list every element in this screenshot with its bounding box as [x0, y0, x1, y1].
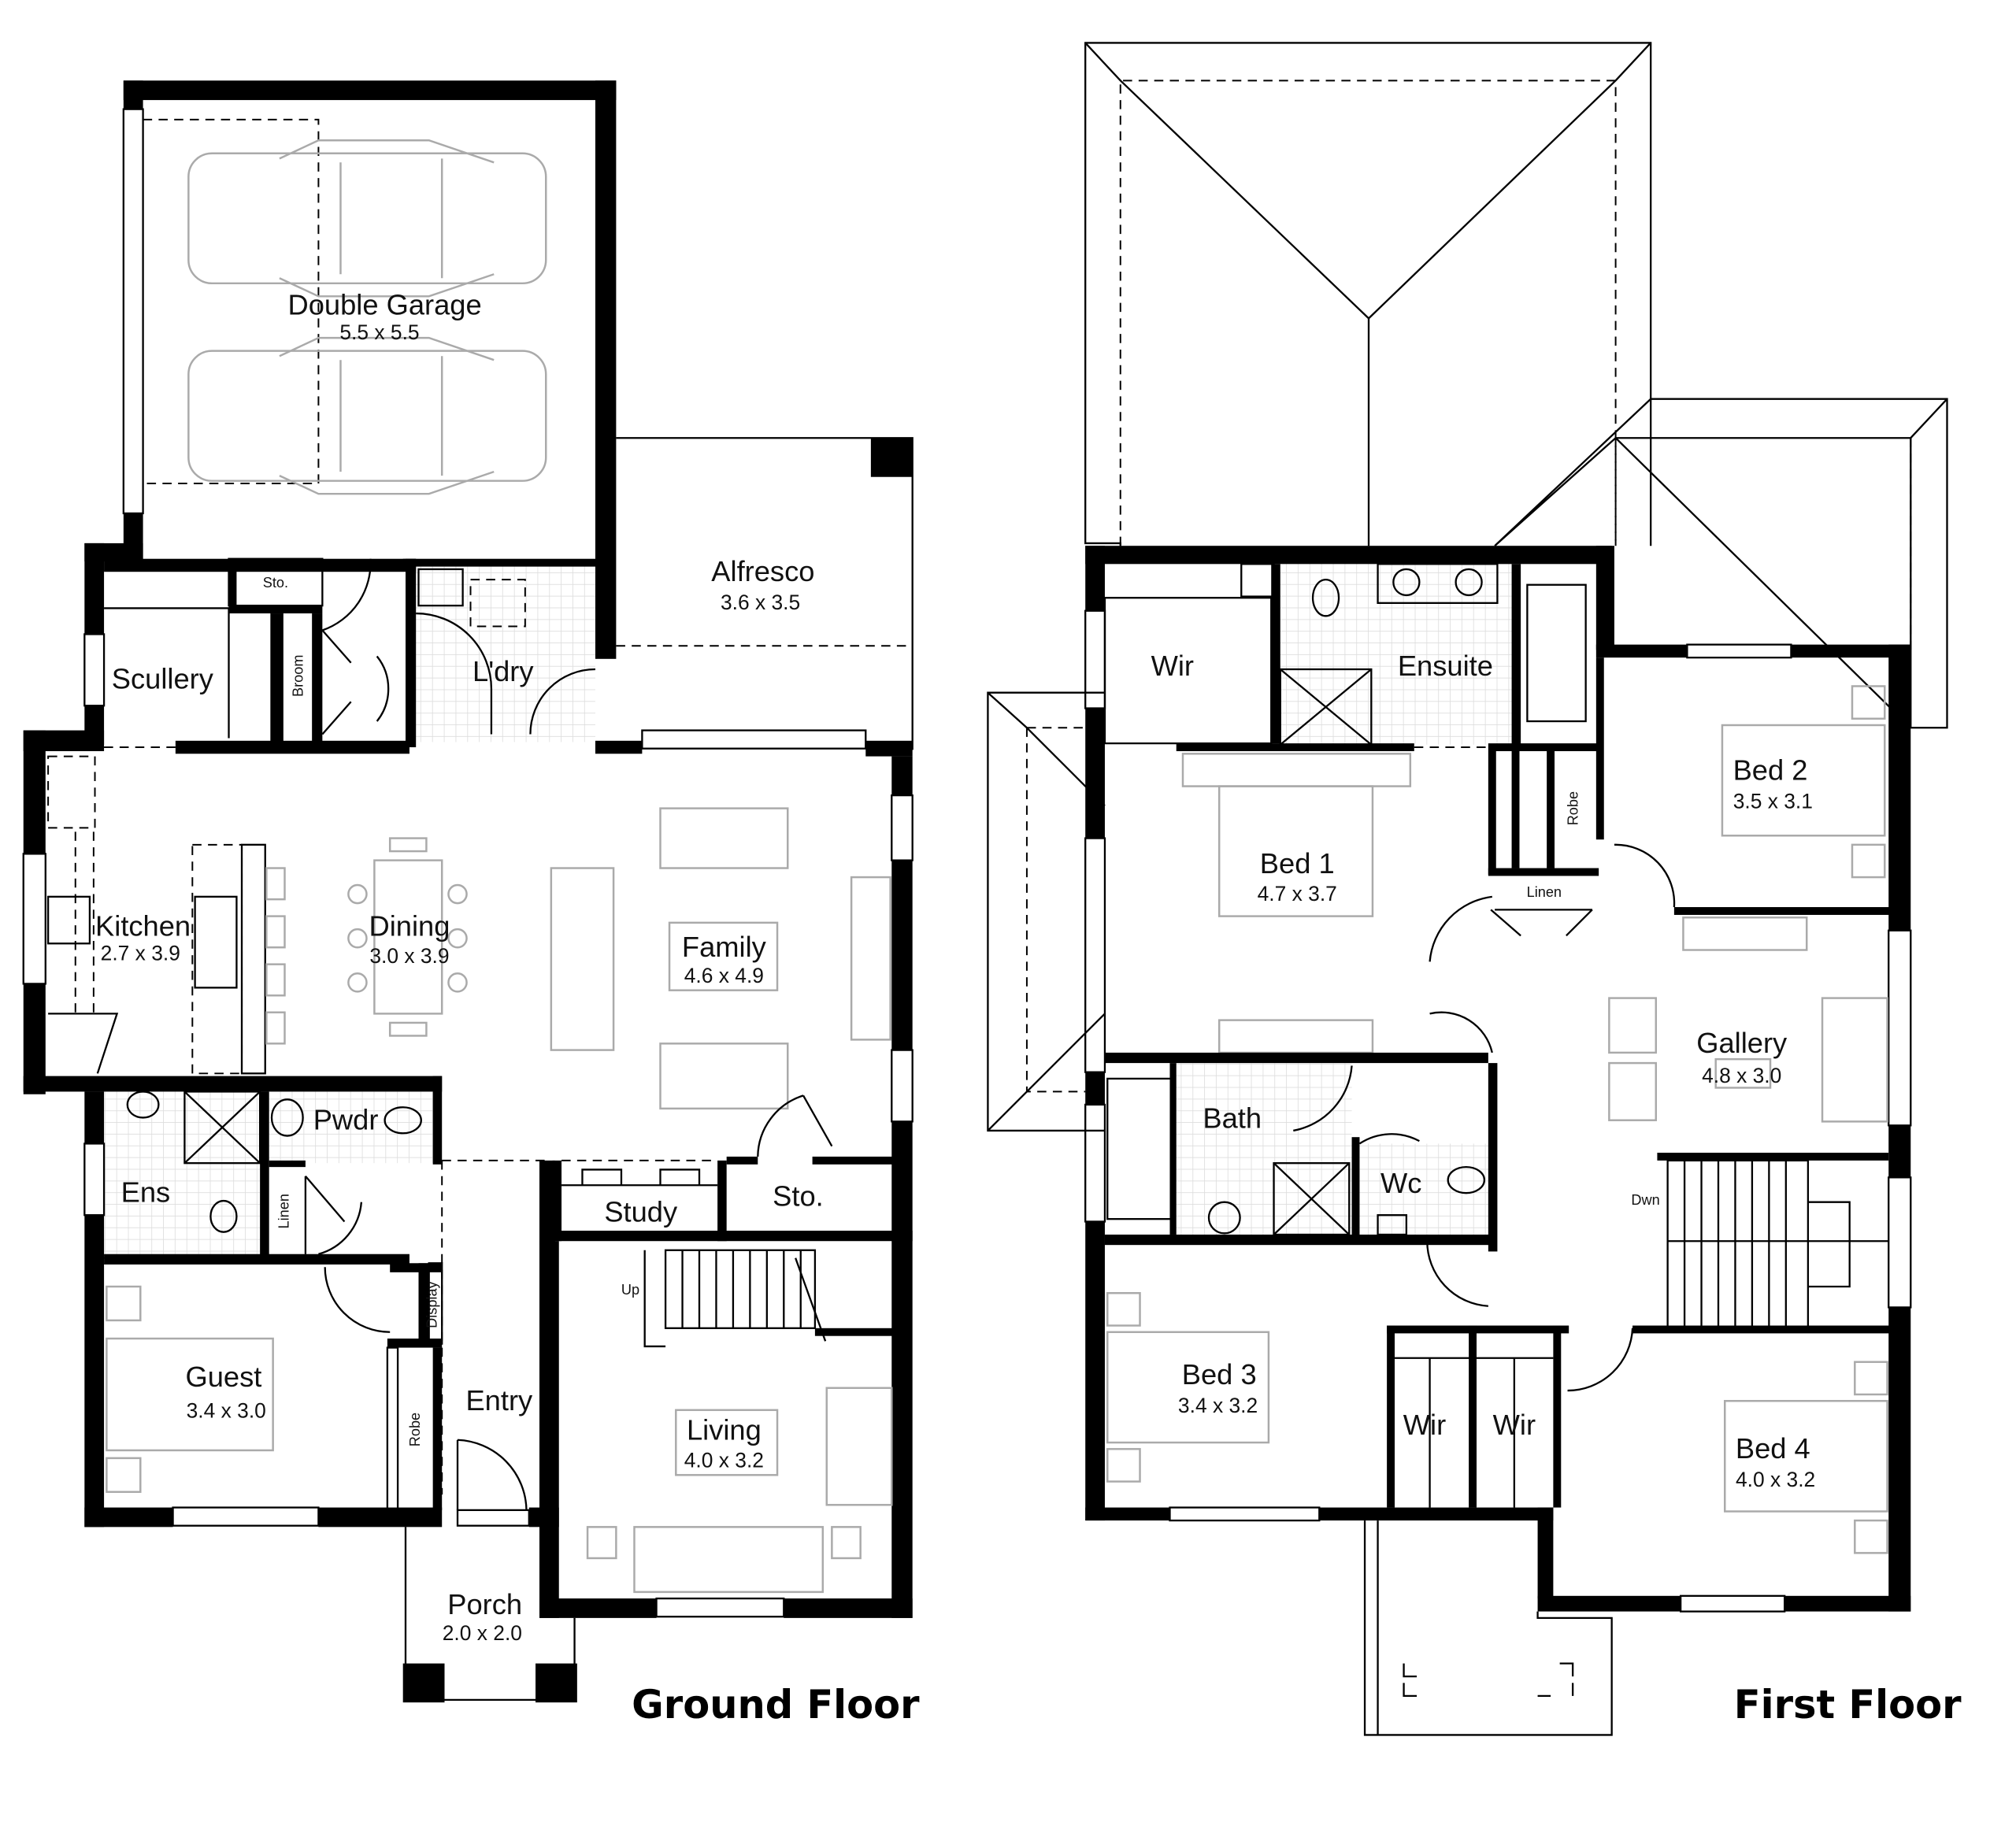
room-label: Up: [621, 1282, 639, 1298]
room-label: Dwn: [1631, 1192, 1659, 1208]
room-label: Bath: [1203, 1102, 1262, 1135]
room-label: Kitchen: [95, 909, 191, 942]
room-label: Entry: [465, 1384, 533, 1416]
room-label: Sto.: [773, 1180, 824, 1213]
room-label: Porch: [447, 1588, 522, 1620]
room-label: Linen: [276, 1194, 291, 1228]
room-label: Ens: [121, 1176, 171, 1209]
room-label: Alfresco: [711, 555, 814, 587]
room-size: 4.6 x 4.9: [684, 964, 764, 987]
room-label: Gallery: [1696, 1027, 1788, 1059]
room-size: 4.8 x 3.0: [1702, 1064, 1781, 1087]
room-label: Living: [687, 1414, 762, 1446]
room-label: Guest: [186, 1361, 262, 1393]
room-size: 3.4 x 3.0: [187, 1399, 266, 1423]
room-label: Wir: [1151, 650, 1194, 682]
floor-title: First Floor: [1734, 1682, 1962, 1728]
room-size: 2.0 x 2.0: [443, 1621, 522, 1645]
car-icon: [187, 336, 547, 495]
room-label: Dining: [369, 909, 450, 942]
room-size: 3.0 x 3.9: [369, 944, 449, 968]
room-label: Sto.: [263, 575, 288, 591]
room-label: Wir: [1403, 1409, 1446, 1441]
room-label: Robe: [1566, 791, 1581, 825]
room-label: Bed 4: [1736, 1432, 1810, 1465]
room-label: Bed 2: [1733, 754, 1808, 786]
room-label: Robe: [407, 1413, 423, 1446]
room-size: 4.0 x 3.2: [684, 1448, 764, 1472]
room-label: Broom: [291, 655, 306, 697]
room-size: 4.0 x 3.2: [1736, 1468, 1815, 1491]
room-label: Scullery: [112, 663, 214, 695]
room-label: L'dry: [472, 655, 534, 687]
car-icon: [187, 139, 547, 298]
room-label: Family: [682, 931, 767, 963]
room-label: Study: [604, 1195, 678, 1228]
room-label: Bed 3: [1182, 1358, 1257, 1391]
room-label: Pwdr: [313, 1103, 379, 1135]
room-label: Double Garage: [287, 288, 481, 320]
room-size: 5.5 x 5.5: [339, 320, 419, 344]
room-label: Linen: [1527, 884, 1562, 900]
room-label: Wc: [1380, 1167, 1421, 1199]
ground-floor-plan: Double Garage 5.5 x 5.5 Alfresco 3.6 x 3…: [22, 80, 920, 1728]
room-size: 4.7 x 3.7: [1258, 882, 1337, 905]
floor-title: Ground Floor: [632, 1682, 920, 1728]
first-floor-plan: Wir Ensuite Bed 1 4.7 x 3.7 Robe Linen B…: [987, 42, 1962, 1736]
room-label: Ensuite: [1398, 650, 1493, 682]
room-size: 3.5 x 3.1: [1733, 790, 1813, 813]
room-size: 3.6 x 3.5: [721, 591, 800, 614]
room-size: 2.7 x 3.9: [101, 942, 180, 965]
room-label: Display: [424, 1280, 440, 1328]
room-label: Wir: [1493, 1409, 1536, 1441]
room-label: Bed 1: [1260, 847, 1335, 880]
room-size: 3.4 x 3.2: [1178, 1394, 1258, 1417]
